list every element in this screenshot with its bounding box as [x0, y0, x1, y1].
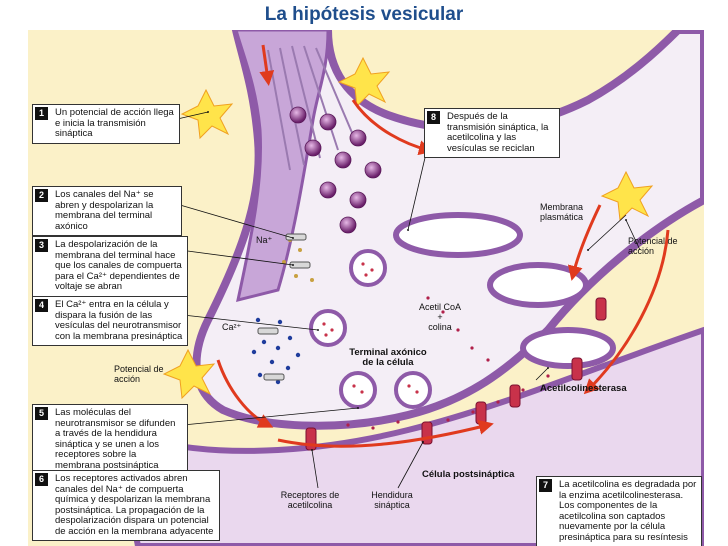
step-5-text: Las moléculas del neurotransmisor se dif… [55, 407, 176, 471]
ion-channels [257, 233, 311, 381]
step-8-text: Después de la transmisión sináptica, la … [447, 111, 549, 154]
acetylcholinesterase-label: Acetilcolinesterasa [540, 383, 627, 394]
step-2-box: 2 Los canales del Na⁺ se abren y despola… [32, 186, 182, 236]
endosome-bottom [520, 327, 616, 369]
step-4-box: 4 El Ca²⁺ entra en la célula y dispara l… [32, 296, 188, 346]
step-5-box: 5 Las moléculas del neurotransmisor se d… [32, 404, 188, 475]
leader-lines [172, 111, 641, 489]
endosome-right [487, 262, 589, 308]
sodium-label: Na⁺ [256, 235, 273, 245]
step-2-text: Los canales del Na⁺ se abren y despolari… [55, 189, 154, 232]
diagram-canvas: 1 Un potencial de acción llega e inicia … [28, 30, 704, 546]
calcium-ions [251, 317, 301, 385]
action-potential-right-label: Potencial de acción [628, 236, 678, 256]
acetylcholine-receptors-label: Receptores de acetilcolina [280, 490, 340, 510]
choline-label: colina [428, 322, 452, 332]
step-3-box: 3 La despolarización de la membrana del … [32, 236, 188, 297]
step-1-number: 1 [35, 107, 48, 120]
action-potential-left-label: Potencial de acción [114, 364, 164, 384]
current-arrows [216, 44, 670, 448]
step-7-text: La acetilcolina es degradada por la enzi… [559, 479, 697, 543]
step-3-text: La despolarización de la membrana del te… [55, 239, 182, 292]
step-4-text: El Ca²⁺ entra en la célula y dispara la … [55, 299, 183, 342]
step-7-box: 7 La acetilcolina es degradada por la en… [536, 476, 702, 546]
step-1-box: 1 Un potencial de acción llega e inicia … [32, 104, 180, 144]
endosome-top [393, 212, 523, 258]
step-1-text: Un potencial de acción llega e inicia la… [55, 107, 174, 139]
step-3-number: 3 [35, 239, 48, 252]
vesicle-contents [322, 262, 419, 394]
step-4-number: 4 [35, 299, 48, 312]
synaptic-vesicles [289, 106, 382, 234]
step-2-number: 2 [35, 189, 48, 202]
step-6-box: 6 Los receptores activados abren canales… [32, 470, 220, 541]
step-5-number: 5 [35, 407, 48, 420]
microtubules [267, 45, 357, 171]
step-7-number: 7 [539, 479, 552, 492]
plus-label: + [437, 312, 443, 322]
synaptic-cleft-label: Hendidura sináptica [371, 490, 413, 510]
step-6-number: 6 [35, 473, 48, 486]
calcium-label: Ca²⁺ [222, 322, 242, 332]
postsynaptic-cell-label: Célula postsináptica [422, 469, 515, 480]
action-potential-bursts [162, 56, 654, 400]
step-8-number: 8 [427, 111, 440, 124]
step-6-text: Los receptores activados abren canales d… [55, 473, 214, 537]
axon-terminal-label: Terminal axónico de la célula [349, 347, 427, 368]
page-title: La hipótesis vesicular [264, 4, 464, 25]
acetyl-coa-label: Acetil CoA [418, 302, 462, 312]
step-8-box: 8 Después de la transmisión sináptica, l… [424, 108, 560, 158]
loaded-vesicles [309, 249, 432, 409]
plasma-membrane-label: Membrana plasmática [540, 202, 584, 222]
